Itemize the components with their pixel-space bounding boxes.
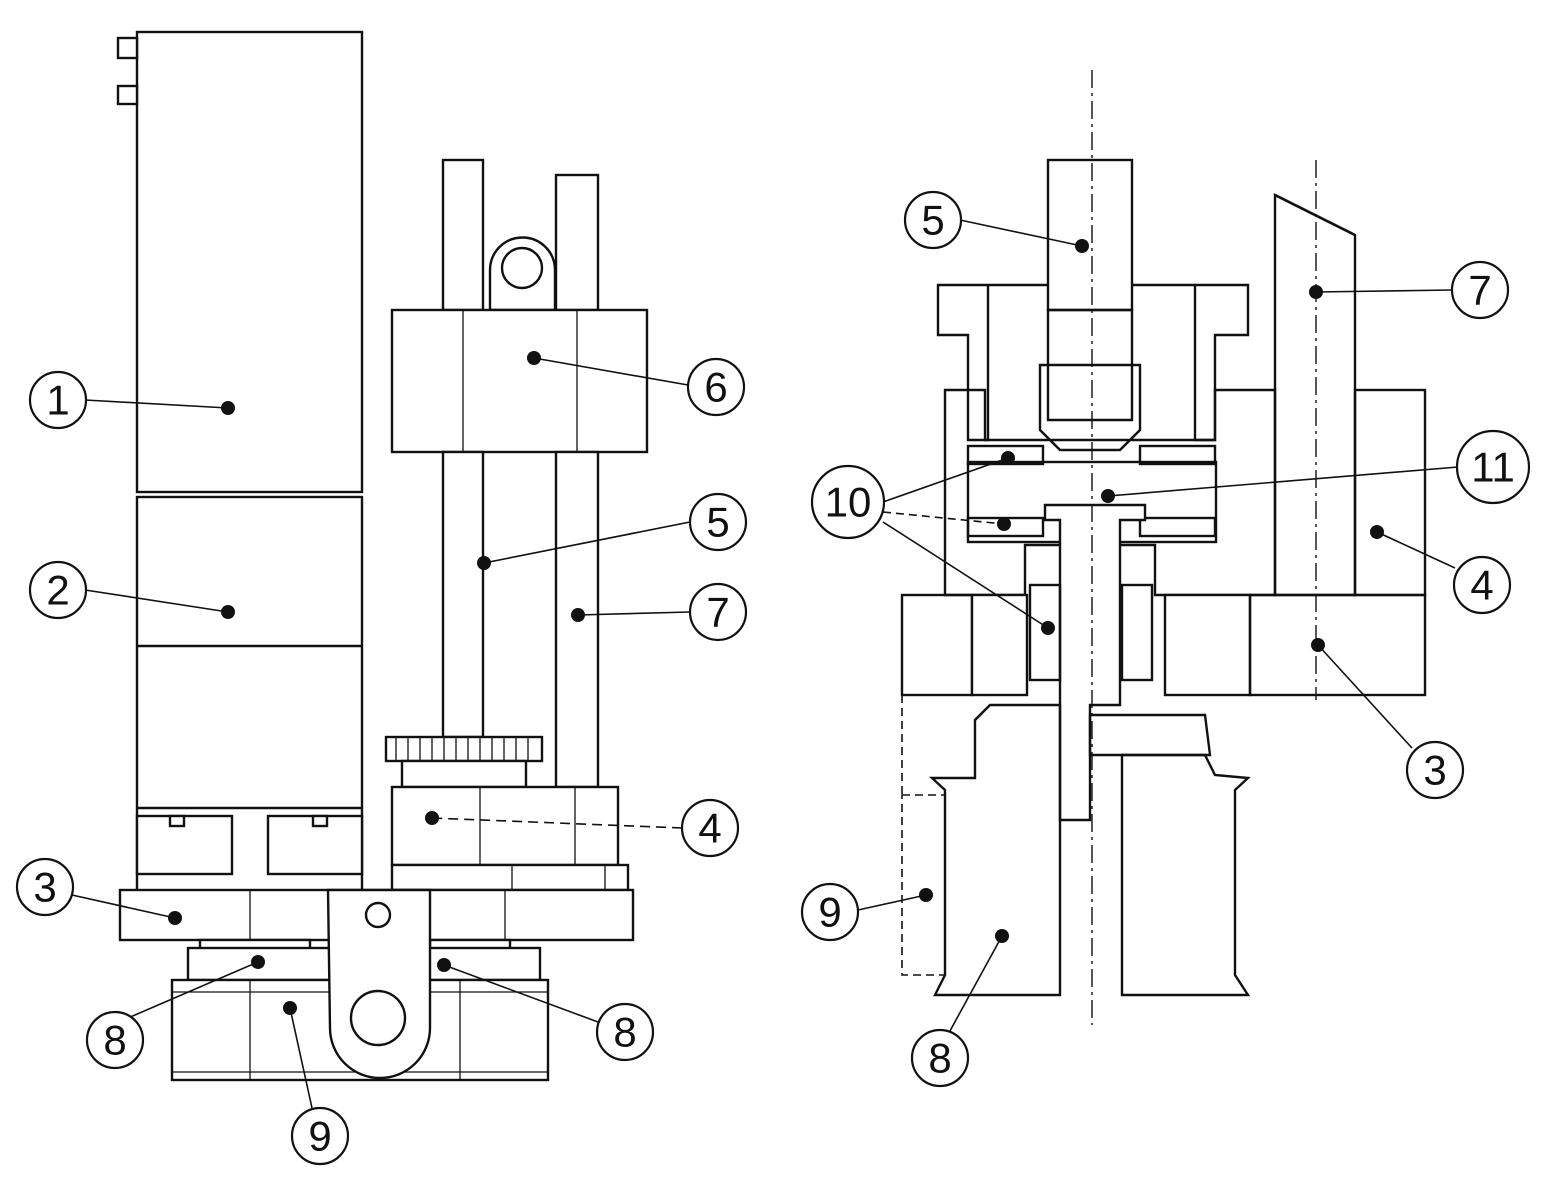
callout-left-6: 6 <box>686 357 746 417</box>
callout-bubbles: 1 2 3 4 5 6 7 8 8 9 5 7 <box>15 190 1531 1166</box>
callout-label: 4 <box>698 805 721 852</box>
part-8-section-left <box>928 703 1062 997</box>
callout-label: 6 <box>704 364 727 411</box>
knurled-nut <box>384 735 544 763</box>
part-9-outline <box>901 794 946 976</box>
callout-label: 5 <box>921 197 944 244</box>
callout-label: 2 <box>46 567 69 614</box>
part-4-block <box>390 785 620 867</box>
part-8-section-right <box>1120 753 1251 997</box>
callout-label: 1 <box>46 377 69 424</box>
piston-stem <box>1043 503 1147 822</box>
part-4-section <box>1353 388 1427 597</box>
callout-right-3: 3 <box>1405 740 1465 800</box>
callout-label: 8 <box>613 1009 636 1056</box>
callout-right-11: 11 <box>1455 429 1531 505</box>
callout-left-8a: 8 <box>85 1010 145 1070</box>
callout-label: 8 <box>103 1017 126 1064</box>
callout-right-10: 10 <box>810 464 886 540</box>
callout-label: 8 <box>928 1035 951 1082</box>
callout-label: 3 <box>1423 747 1446 794</box>
callout-right-9: 9 <box>800 882 860 942</box>
callout-label: 3 <box>33 864 56 911</box>
callout-left-9: 9 <box>290 1106 350 1166</box>
part-1-tab-top <box>116 36 139 60</box>
callout-left-1: 1 <box>28 370 88 430</box>
leader-lines <box>71 219 1459 1109</box>
section-view-assembly <box>900 70 1427 1025</box>
callout-label: 11 <box>1471 444 1515 491</box>
part-7-rod-top <box>554 173 600 312</box>
front-view-assembly <box>116 30 649 1082</box>
part-10-seal-lower-right <box>1138 516 1217 538</box>
part-1-tab-bottom <box>116 84 139 106</box>
rod-head <box>1038 363 1142 452</box>
part-3-section-left <box>900 593 974 697</box>
part-10-seal-upper-right <box>1138 444 1217 466</box>
callout-right-8: 8 <box>910 1028 970 1088</box>
callout-left-4: 4 <box>680 798 740 858</box>
callout-left-5: 5 <box>688 492 748 552</box>
part-5-rod-section <box>1046 158 1134 312</box>
callout-label: 5 <box>706 499 729 546</box>
callout-label: 7 <box>1468 267 1491 314</box>
callout-left-7: 7 <box>688 582 748 642</box>
callout-left-3: 3 <box>15 857 75 917</box>
callout-left-8b: 8 <box>595 1002 655 1062</box>
callout-label: 9 <box>818 889 841 936</box>
part-1-body <box>135 30 364 494</box>
callout-right-7: 7 <box>1450 260 1510 320</box>
callout-label: 9 <box>308 1113 331 1160</box>
callout-label: 4 <box>1470 562 1493 609</box>
part-5-rod <box>441 450 485 739</box>
callout-right-4: 4 <box>1452 555 1512 615</box>
callout-left-2: 2 <box>28 560 88 620</box>
part-3-section-right <box>1248 593 1427 697</box>
cap-section <box>936 283 1250 442</box>
callout-label: 10 <box>825 479 872 526</box>
part-5-rod-top <box>441 158 485 312</box>
part-6-block <box>390 308 649 454</box>
callout-right-5: 5 <box>903 190 963 250</box>
leader-dots <box>168 239 1384 1015</box>
callout-label: 7 <box>706 589 729 636</box>
part-7-section <box>1273 193 1357 597</box>
